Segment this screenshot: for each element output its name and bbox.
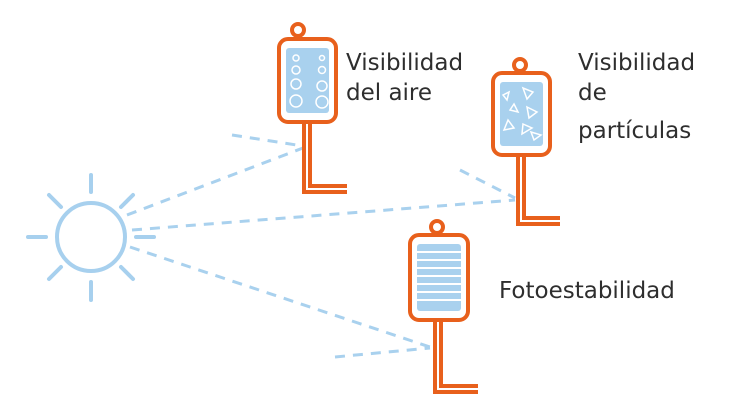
air-visibility-line-1: Visibilidad <box>346 50 464 76</box>
particle-visibility-line-2: de <box>578 80 607 106</box>
particle-visibility-line-3: partículas <box>578 118 692 144</box>
air-visibility-line-2: del aire <box>346 80 433 106</box>
particle-visibility-label: Visibilidad de partículas <box>578 48 695 146</box>
sun-icon <box>26 173 156 302</box>
particle-visibility-line-1: Visibilidad <box>578 50 696 76</box>
iv-bag-air-bubbles-icon <box>277 22 347 194</box>
photostability-label: Fotoestabilidad <box>499 278 675 304</box>
air-visibility-label: Visibilidad del aire <box>346 48 463 108</box>
iv-bag-particles-icon <box>491 57 560 226</box>
light-rays <box>126 133 516 359</box>
iv-bag-striped-icon <box>408 219 478 394</box>
